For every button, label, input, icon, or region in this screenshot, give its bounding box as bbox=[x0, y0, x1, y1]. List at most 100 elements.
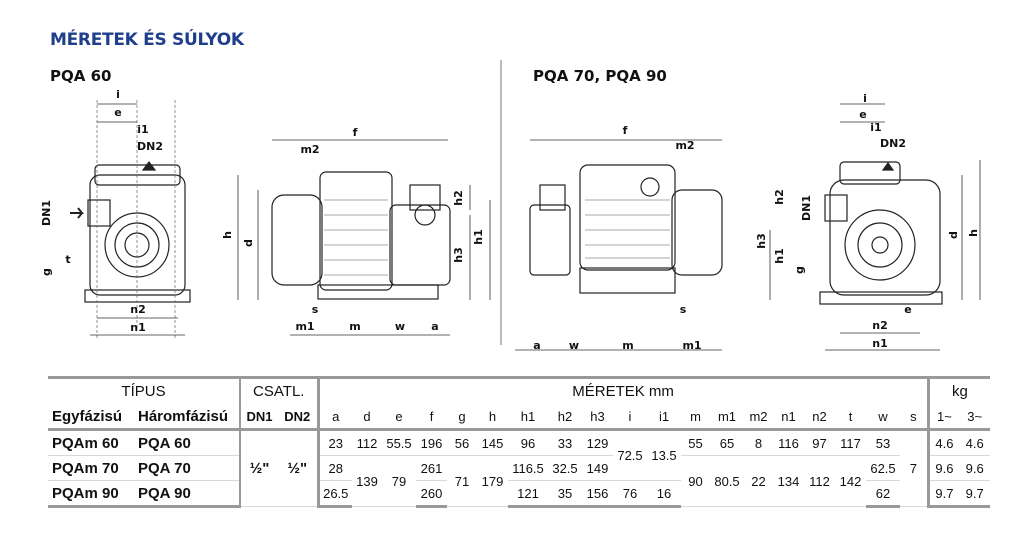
cell-a: 28 bbox=[316, 455, 352, 481]
cell-n2: 97 bbox=[804, 429, 835, 456]
pqa60-front-view bbox=[70, 100, 191, 340]
cell-g: 56 bbox=[447, 429, 477, 456]
model-three-phase: PQA 60 bbox=[134, 429, 240, 456]
column-header: Egyfázisú bbox=[48, 404, 134, 431]
column-header: i1 bbox=[647, 404, 681, 431]
cell-f: 260 bbox=[416, 480, 447, 508]
dimension-label: f bbox=[353, 126, 358, 139]
section-title-pqa70-90: PQA 70, PQA 90 bbox=[533, 67, 667, 85]
dimension-label: n1 bbox=[872, 337, 888, 350]
dimension-label: s bbox=[680, 303, 687, 316]
dimension-label: m bbox=[349, 320, 360, 333]
cell-m2: 8 bbox=[744, 429, 773, 456]
cell-h1: 96 bbox=[508, 429, 548, 456]
column-header: g bbox=[447, 404, 477, 431]
cell-h: 145 bbox=[477, 429, 508, 456]
model-three-phase: PQA 90 bbox=[134, 480, 240, 508]
cell-h2: 35 bbox=[548, 480, 582, 508]
column-header: a bbox=[316, 404, 352, 431]
dimension-label: m1 bbox=[295, 320, 314, 333]
dimension-label: a bbox=[431, 320, 438, 333]
dimension-label: f bbox=[623, 124, 628, 137]
column-header: f bbox=[416, 404, 447, 431]
column-header: 3~ bbox=[959, 404, 991, 431]
dimension-label: s bbox=[312, 303, 319, 316]
column-header: h3 bbox=[582, 404, 613, 431]
cell-t: 117 bbox=[835, 429, 866, 456]
dimension-label: m2 bbox=[675, 139, 694, 152]
dimension-label: DN1 bbox=[40, 200, 53, 226]
cell-m: 55 bbox=[681, 429, 710, 456]
column-header: h2 bbox=[548, 404, 582, 431]
dimension-label: i bbox=[116, 88, 120, 101]
cell-kg-1phase: 9.6 bbox=[926, 455, 960, 481]
column-header: s bbox=[900, 404, 929, 431]
cell-s: 7 bbox=[900, 429, 929, 507]
pqa70-side-view bbox=[515, 139, 723, 351]
dimension-label: t bbox=[65, 253, 70, 266]
column-header: DN1 bbox=[239, 404, 278, 431]
dimension-label: a bbox=[533, 339, 540, 352]
cell-i1: 16 bbox=[647, 480, 681, 508]
section-divider bbox=[500, 60, 502, 345]
cell-h1: 116.5 bbox=[508, 455, 548, 481]
column-header: m bbox=[681, 404, 710, 431]
dimension-label: w bbox=[395, 320, 405, 333]
dimension-label: h2 bbox=[773, 189, 786, 205]
cell-i: 72.5 bbox=[613, 429, 647, 481]
group-header-weight: kg bbox=[926, 377, 991, 404]
cell-d: 139 bbox=[352, 455, 382, 507]
table-row: PQAm 60 PQA 60 ½" ½" 23 112 55.5 196 56 … bbox=[48, 429, 991, 507]
dimension-label: e bbox=[114, 106, 121, 119]
dimension-label: h2 bbox=[452, 190, 465, 206]
cell-w: 53 bbox=[866, 429, 900, 456]
cell-f: 261 bbox=[416, 455, 447, 481]
dimension-label: h3 bbox=[452, 247, 465, 263]
cell-h3: 149 bbox=[582, 455, 613, 481]
dimension-label: m1 bbox=[682, 339, 701, 352]
cell-m1: 80.5 bbox=[710, 455, 744, 507]
column-header: d bbox=[352, 404, 382, 431]
pqa60-side-view bbox=[237, 139, 491, 336]
table-row: PQAm 70 PQA 70 28 139 79 261 71 179 116.… bbox=[48, 455, 991, 507]
cell-h1: 121 bbox=[508, 480, 548, 508]
cell-w: 62 bbox=[866, 480, 900, 508]
dimension-label: w bbox=[569, 339, 579, 352]
cell-n1: 134 bbox=[773, 455, 804, 507]
cell-kg-3phase: 9.6 bbox=[959, 455, 991, 481]
column-header: h bbox=[477, 404, 508, 431]
cell-kg-3phase: 9.7 bbox=[959, 480, 991, 508]
cell-a: 26.5 bbox=[316, 480, 352, 508]
dimension-label: h1 bbox=[472, 229, 485, 245]
column-header: h1 bbox=[508, 404, 548, 431]
dimension-label: i1 bbox=[870, 121, 881, 134]
cell-h2: 33 bbox=[548, 429, 582, 456]
dimension-label: d bbox=[242, 239, 255, 247]
cell-d: 112 bbox=[352, 429, 382, 456]
column-header: e bbox=[382, 404, 416, 431]
column-header: n2 bbox=[804, 404, 835, 431]
cell-i1: 13.5 bbox=[647, 429, 681, 481]
page-title: MÉRETEK ÉS SÚLYOK bbox=[50, 30, 244, 50]
dimension-label: h bbox=[967, 229, 980, 237]
dimension-label: h3 bbox=[755, 233, 768, 249]
dimension-label: e bbox=[859, 108, 866, 121]
dimension-label: d bbox=[947, 231, 960, 239]
column-header: i bbox=[613, 404, 647, 431]
cell-w: 62.5 bbox=[866, 455, 900, 481]
cell-h2: 32.5 bbox=[548, 455, 582, 481]
model-single-phase: PQAm 60 bbox=[48, 429, 134, 456]
column-header: t bbox=[835, 404, 866, 431]
dimension-label: g bbox=[40, 268, 53, 276]
dimension-label: DN1 bbox=[800, 195, 813, 221]
pqa70-front-view bbox=[769, 103, 981, 351]
dimension-label: n2 bbox=[872, 319, 888, 332]
cell-n1: 116 bbox=[773, 429, 804, 456]
cell-kg-3phase: 4.6 bbox=[959, 429, 991, 456]
dimension-label: DN2 bbox=[137, 140, 163, 153]
column-header: m1 bbox=[710, 404, 744, 431]
column-header: w bbox=[866, 404, 900, 431]
